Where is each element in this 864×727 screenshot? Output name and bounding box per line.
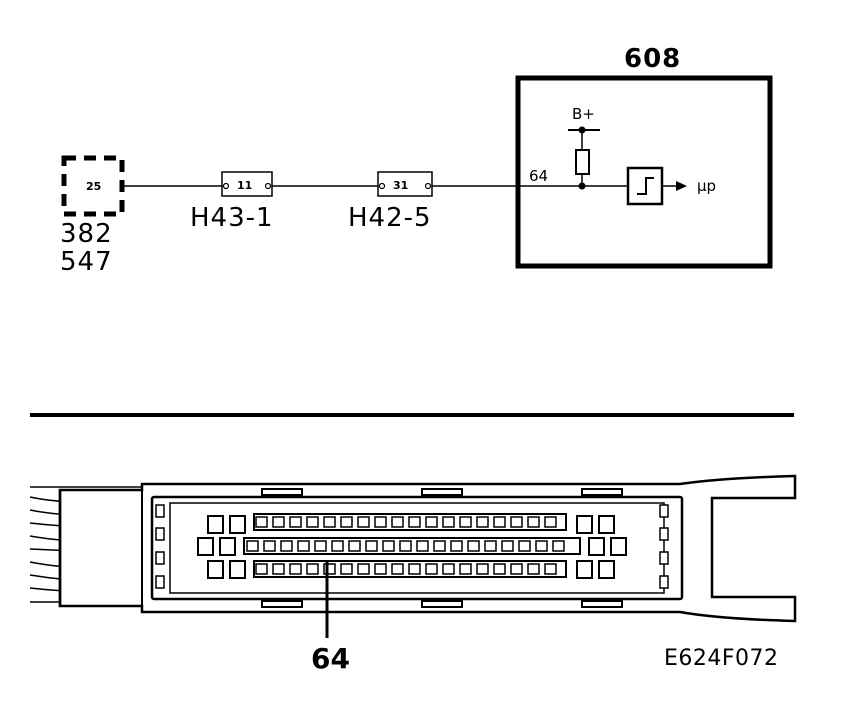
- terminal-pin: [510, 516, 523, 528]
- terminal-pin: [493, 563, 506, 575]
- terminal-pin: [501, 540, 514, 552]
- terminal-pin: [297, 540, 310, 552]
- terminal-pin: [493, 516, 506, 528]
- terminal-pin: [527, 516, 540, 528]
- terminal-pin: [408, 516, 421, 528]
- terminal-pin: [459, 516, 472, 528]
- terminal-pin: [306, 563, 319, 575]
- terminal-pin: [323, 563, 336, 575]
- terminal-pin: [314, 540, 327, 552]
- terminal-pin: [391, 563, 404, 575]
- connector-382: 25 382 547: [60, 155, 125, 277]
- terminal-pin: [306, 516, 319, 528]
- terminal-pin: [289, 516, 302, 528]
- terminal-pin: [280, 540, 293, 552]
- terminal-pin: [527, 563, 540, 575]
- terminal-pin: [340, 516, 353, 528]
- terminal-pin: [442, 563, 455, 575]
- terminal-pin: [544, 516, 557, 528]
- terminal-pin: [450, 540, 463, 552]
- end-pins-right: [576, 515, 627, 579]
- terminal-pin: [518, 540, 531, 552]
- terminal-pin: [467, 540, 480, 552]
- module-608-label: 608: [624, 44, 681, 74]
- terminal-pin: [382, 540, 395, 552]
- connector-h42: 31 H42-5: [348, 171, 433, 233]
- terminal-pin: [399, 540, 412, 552]
- terminal-pin: [374, 516, 387, 528]
- output-label: µp: [697, 177, 716, 195]
- schematic: 25 382 547 11 H43-1 31 H42-5: [60, 44, 773, 277]
- terminal-pin: [348, 540, 361, 552]
- terminal-pin: [357, 516, 370, 528]
- connector-547-id: 547: [60, 247, 113, 277]
- terminal-pin: [476, 563, 489, 575]
- end-pins-left: [197, 515, 246, 579]
- terminal-pin: [323, 516, 336, 528]
- pullup-resistor: [575, 149, 590, 175]
- terminal-pin: [535, 540, 548, 552]
- pin-rows: [243, 513, 581, 578]
- terminal-pin: [340, 563, 353, 575]
- terminal-pin: [365, 540, 378, 552]
- terminal-pin: [425, 563, 438, 575]
- terminal-pin: [433, 540, 446, 552]
- connector-h42-label: H42-5: [348, 203, 432, 233]
- terminal-pin: [416, 540, 429, 552]
- terminal-pin: [408, 563, 421, 575]
- terminal-pin: [246, 540, 259, 552]
- terminal-pin: [272, 516, 285, 528]
- terminal-pin: [357, 563, 370, 575]
- output-arrow-icon: [676, 181, 687, 191]
- terminal-pin: [391, 516, 404, 528]
- terminal-pin: [425, 516, 438, 528]
- connector-382-id: 382: [60, 219, 113, 249]
- pin-callout: 64: [311, 642, 350, 675]
- ecu-connector-view: 64: [29, 474, 797, 675]
- connector-h42-pin: 31: [393, 179, 408, 192]
- terminal-pin: [476, 516, 489, 528]
- terminal-pin: [484, 540, 497, 552]
- terminal-pin: [331, 540, 344, 552]
- module-608: 608 64 B+ µp: [515, 44, 773, 269]
- connector-h43-label: H43-1: [190, 203, 274, 233]
- figure-code: E624F072: [664, 646, 779, 671]
- terminal-pin: [374, 563, 387, 575]
- terminal-pin: [552, 540, 565, 552]
- terminal-pin: [255, 563, 268, 575]
- supply-label: B+: [572, 105, 595, 123]
- connector-h43: 11 H43-1: [190, 171, 274, 233]
- schmitt-trigger-icon: [626, 166, 664, 206]
- terminal-pin: [263, 540, 276, 552]
- connector-h43-pin: 11: [237, 179, 252, 192]
- terminal-pin: [459, 563, 472, 575]
- terminal-pin: [289, 563, 302, 575]
- module-input-pin: 64: [529, 167, 548, 185]
- terminal-pin: [255, 516, 268, 528]
- connector-382-pin: 25: [86, 180, 101, 193]
- terminal-pin: [442, 516, 455, 528]
- terminal-pin: [544, 563, 557, 575]
- terminal-pin: [510, 563, 523, 575]
- terminal-pin: [272, 563, 285, 575]
